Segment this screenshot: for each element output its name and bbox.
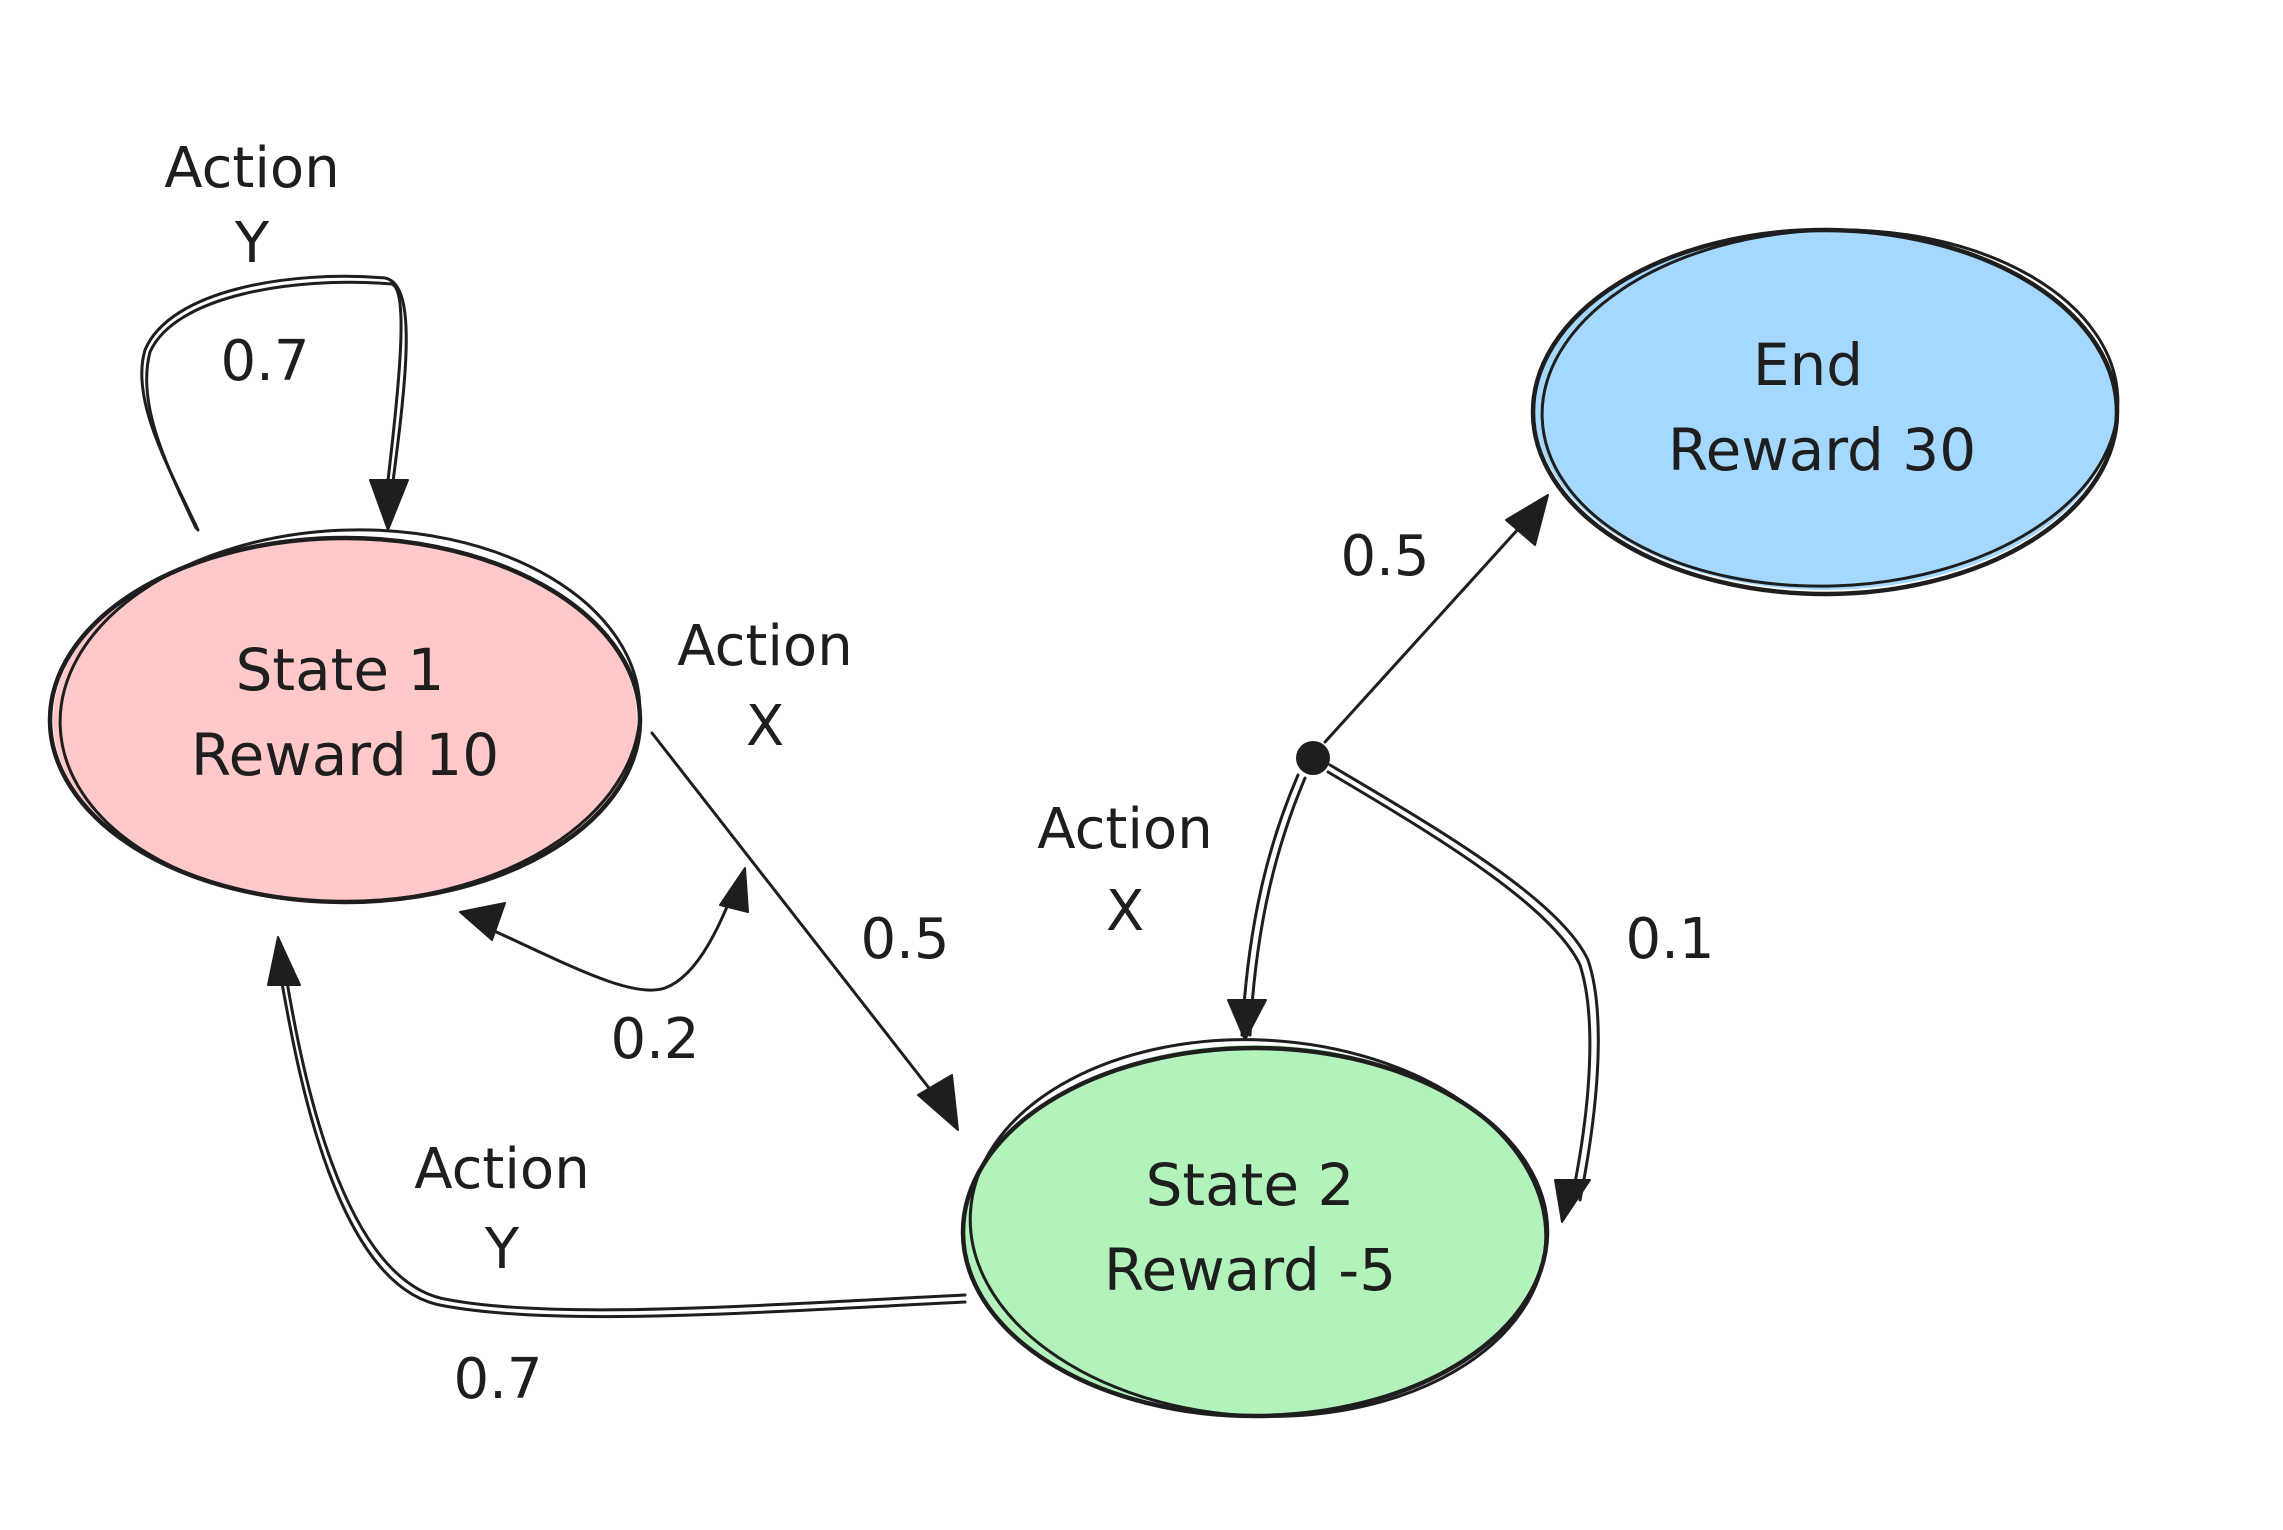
self-loop-action-line1: Action	[164, 136, 339, 201]
self-loop-path-sketch	[145, 280, 403, 530]
state-1-back-edge[interactable]: 0.2	[459, 867, 749, 1072]
end-outline-sketch	[1540, 228, 2120, 588]
state-2-node[interactable]: State 2 Reward -5	[960, 1025, 1556, 1431]
state-1-fill	[53, 537, 637, 903]
s1-action-x-line1: Action	[677, 614, 852, 679]
end-title: End	[1753, 331, 1863, 399]
branch-to-end-arrowhead	[1505, 494, 1549, 546]
branch-to-s2-loop-arrowhead	[1554, 1179, 1591, 1223]
state-2-fill	[965, 1045, 1545, 1415]
state-2-action-x-branch[interactable]: 0.5 0.1	[1227, 494, 1715, 1223]
self-loop-arrowhead	[369, 479, 409, 531]
state-1-outline-sketch	[58, 528, 642, 904]
state-1-node[interactable]: State 1 Reward 10	[47, 520, 646, 912]
s2-action-x-line1: Action	[1037, 797, 1212, 862]
state-2-title: State 2	[1146, 1151, 1355, 1219]
branch-to-s2-arrowhead	[1227, 999, 1267, 1041]
s2-to-s1-path	[283, 968, 967, 1312]
s2-to-s1-path-sketch	[278, 970, 967, 1319]
end-fill	[1535, 230, 2115, 590]
s1-action-x-line2: X	[746, 694, 784, 759]
s1-to-s2-probability: 0.5	[860, 907, 949, 972]
state-1-reward: Reward 10	[191, 721, 499, 789]
branch-to-end-path	[1323, 503, 1542, 744]
s1-back-path	[468, 878, 740, 992]
end-reward: Reward 30	[1668, 416, 1976, 484]
self-loop-probability: 0.7	[220, 329, 309, 394]
s2-to-branch-path-sketch	[1248, 776, 1307, 1037]
s1-back-probability: 0.2	[610, 1007, 699, 1072]
branch-to-s2-loop-probability: 0.1	[1625, 907, 1714, 972]
s2-action-x-line2: X	[1106, 879, 1144, 944]
s2-to-s1-action-line2: Y	[484, 1217, 520, 1282]
branch-dot[interactable]	[1296, 741, 1330, 775]
s1-back-arrowhead-left	[459, 902, 506, 941]
branch-to-s2-loop-path-sketch	[1326, 770, 1592, 1200]
s2-to-s1-arrowhead	[267, 936, 301, 986]
s1-back-arrowhead-right	[719, 867, 749, 913]
s1-to-s2-path	[650, 731, 952, 1117]
state-1-action-x-label: Action X	[677, 614, 852, 759]
self-loop-action-line2: Y	[234, 211, 270, 276]
s2-to-s1-probability: 0.7	[453, 1347, 542, 1412]
state-2-to-state-1-edge[interactable]: Action Y 0.7	[267, 936, 967, 1412]
s1-to-s2-arrowhead	[917, 1074, 959, 1131]
state-1-title: State 1	[236, 636, 445, 704]
s2-to-s1-action-line1: Action	[414, 1137, 589, 1202]
state-2-outline-sketch	[968, 1038, 1548, 1418]
branch-to-s2-loop-path	[1328, 763, 1600, 1202]
state-1-to-state-2-edge[interactable]: 0.5	[650, 731, 959, 1131]
self-loop-state-1-edge[interactable]: Action Y 0.7	[140, 136, 409, 532]
s2-to-branch-path	[1240, 773, 1300, 1037]
branch-to-end-probability: 0.5	[1340, 524, 1429, 589]
self-loop-path	[140, 274, 408, 532]
state-2-action-x-label: Action X	[1037, 797, 1212, 944]
end-node[interactable]: End Reward 30	[1530, 220, 2124, 597]
state-2-reward: Reward -5	[1104, 1236, 1396, 1304]
